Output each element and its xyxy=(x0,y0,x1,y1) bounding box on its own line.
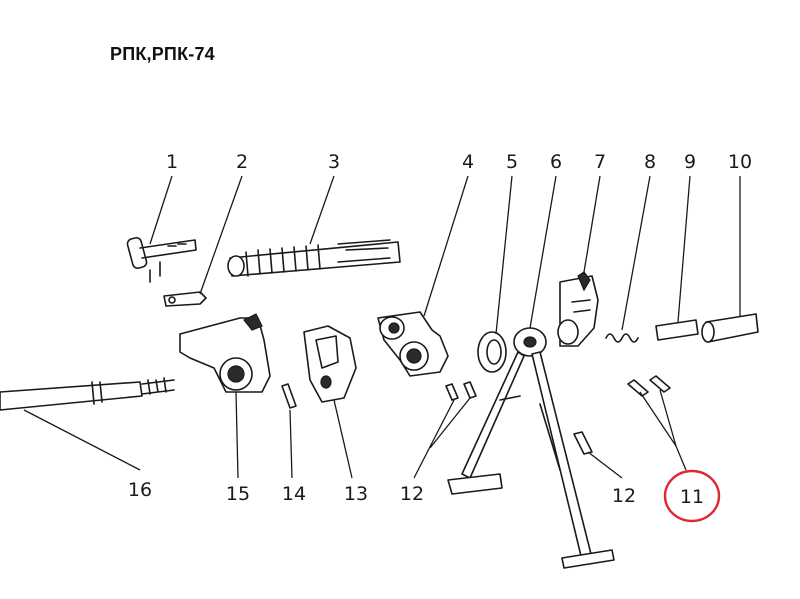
part-13-drawing xyxy=(303,325,357,403)
part-3-drawing xyxy=(227,239,401,277)
label-7: 7 xyxy=(594,151,606,173)
label-16: 16 xyxy=(128,479,152,501)
label-4: 4 xyxy=(462,151,474,173)
part-4-drawing xyxy=(377,311,449,377)
label-10: 10 xyxy=(728,151,752,173)
label-6: 6 xyxy=(550,151,562,173)
label-14: 14 xyxy=(282,483,306,505)
part-11-drawing xyxy=(627,375,671,397)
part-6-drawing xyxy=(447,327,615,569)
part-14-drawing xyxy=(281,383,297,409)
part-15-drawing xyxy=(179,313,271,393)
part-7-drawing xyxy=(557,271,599,347)
part-1-drawing xyxy=(126,237,197,283)
label-8: 8 xyxy=(644,151,656,173)
part-labels: 1 2 3 4 5 6 7 8 9 10 11 12 12 13 14 15 1… xyxy=(128,151,752,508)
label-5: 5 xyxy=(506,151,518,173)
label-11: 11 xyxy=(680,486,704,508)
part-5-drawing xyxy=(477,331,507,373)
label-15: 15 xyxy=(226,483,250,505)
label-12-right: 12 xyxy=(612,485,636,507)
label-2: 2 xyxy=(236,151,248,173)
part-12-right-drawing xyxy=(573,431,593,455)
diagram-title: РПК,РПК-74 xyxy=(110,44,215,64)
part-9-drawing xyxy=(655,319,699,341)
label-13: 13 xyxy=(344,483,368,505)
label-3: 3 xyxy=(328,151,340,173)
part-10-drawing xyxy=(701,313,759,343)
part-8-drawing xyxy=(605,333,639,343)
part-16-drawing xyxy=(0,377,175,411)
label-9: 9 xyxy=(684,151,696,173)
leader-lines xyxy=(23,175,741,479)
highlight-circle xyxy=(663,469,721,523)
part-2-drawing xyxy=(163,291,207,307)
label-1: 1 xyxy=(166,151,178,173)
part-12-left-drawing xyxy=(445,381,477,401)
label-12-left: 12 xyxy=(400,483,424,505)
